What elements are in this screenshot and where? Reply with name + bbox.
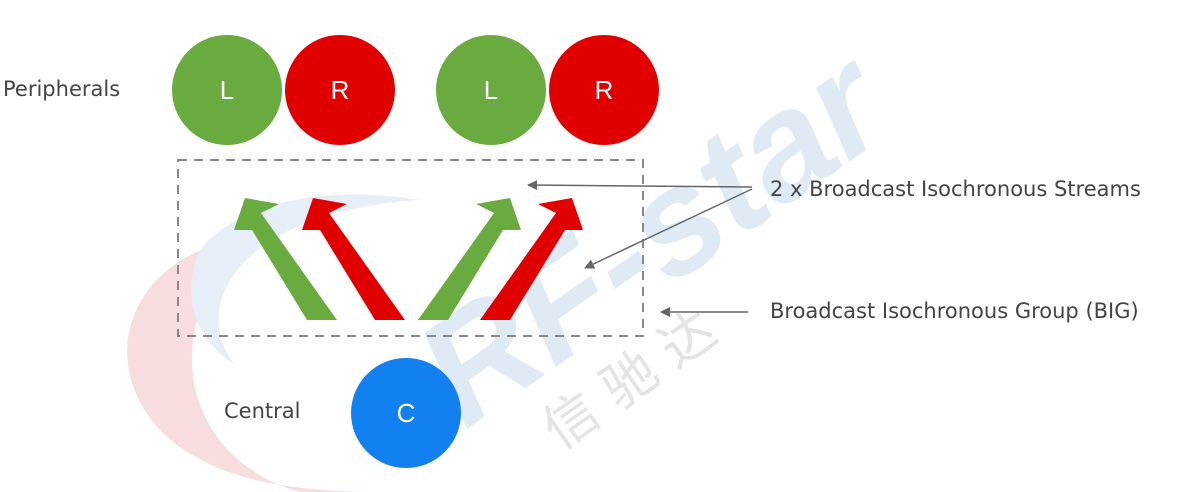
stream-arrow-right-1	[302, 198, 405, 320]
peripheral-node-1-label: L	[220, 75, 234, 105]
peripheral-node-2-label: R	[331, 75, 350, 105]
pointer-lines	[527, 180, 753, 317]
streams-label: 2 x Broadcast Isochronous Streams	[770, 177, 1141, 201]
peripheral-node-4: R	[549, 35, 659, 145]
peripheral-node-2: R	[285, 35, 395, 145]
stream-arrow-right-2	[480, 198, 583, 320]
peripheral-node-4-label: R	[595, 75, 614, 105]
watermark-blue-swoosh	[191, 194, 420, 365]
peripheral-node-1: L	[172, 35, 282, 145]
streams-pointer-upper	[527, 180, 753, 191]
streams-pointer-lower	[584, 188, 753, 269]
peripheral-node-3: L	[436, 35, 546, 145]
stream-arrow-left-2	[418, 198, 521, 320]
central-node: C	[351, 358, 461, 468]
group-label: Broadcast Isochronous Group (BIG)	[770, 299, 1139, 323]
central-node-label: C	[397, 398, 416, 428]
central-label: Central	[224, 399, 300, 423]
big-dashed-box	[177, 159, 644, 337]
watermark-red-swoosh	[127, 240, 380, 492]
peripherals-label: Peripherals	[3, 77, 120, 101]
peripheral-node-3-label: L	[484, 75, 498, 105]
stream-arrow-left-1	[234, 198, 337, 320]
stream-arrows	[234, 198, 583, 320]
